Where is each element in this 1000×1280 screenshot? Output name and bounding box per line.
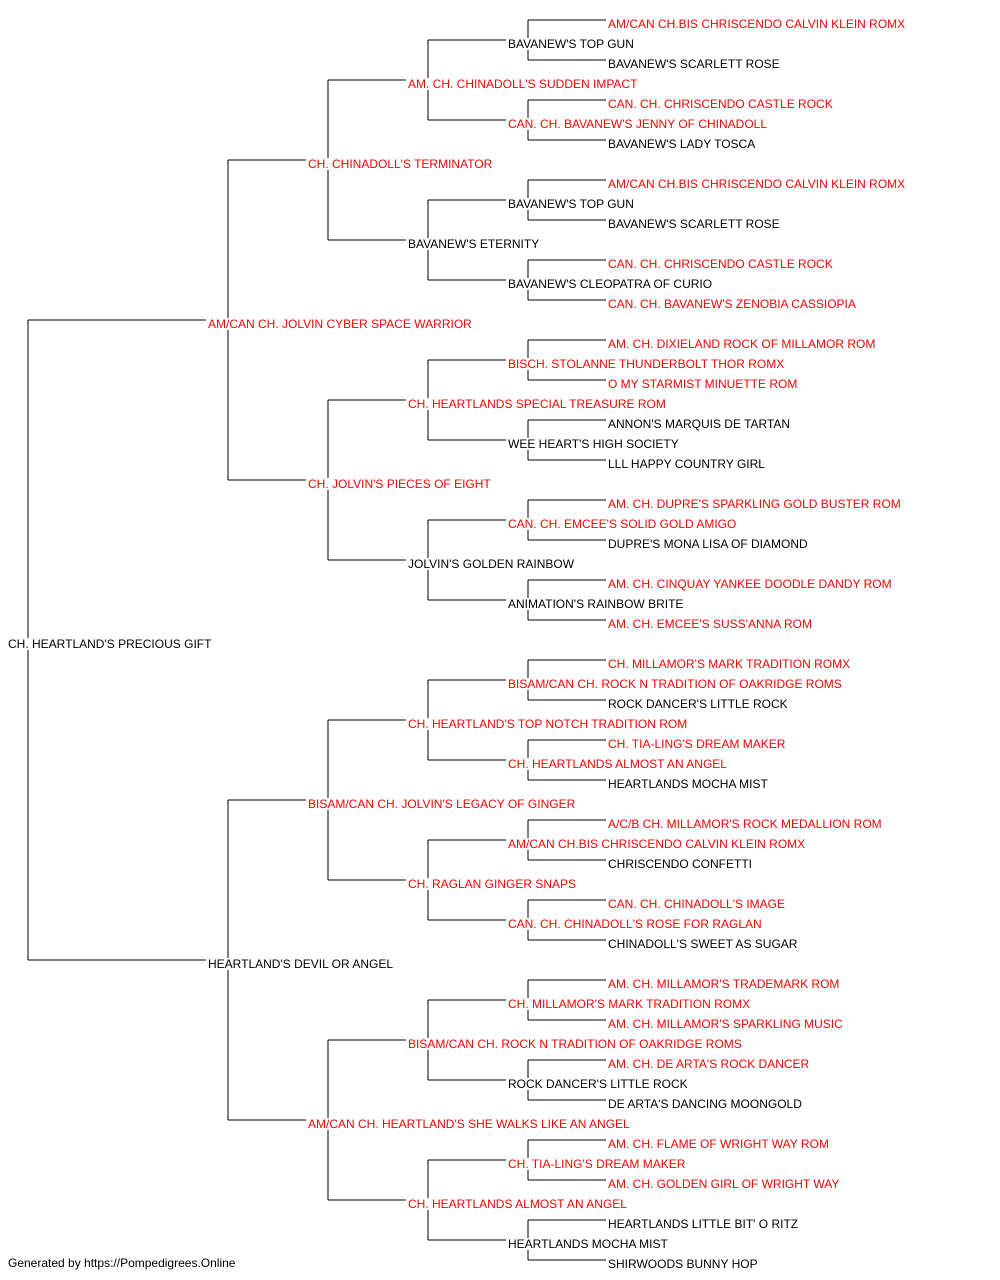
pedigree-name: AM. CH. DIXIELAND ROCK OF MILLAMOR ROM <box>608 337 875 351</box>
pedigree-name: BISAM/CAN CH. ROCK N TRADITION OF OAKRID… <box>508 677 842 691</box>
pedigree-name: A/C/B CH. MILLAMOR'S ROCK MEDALLION ROM <box>608 817 882 831</box>
pedigree-name: CH. MILLAMOR'S MARK TRADITION ROMX <box>608 657 850 671</box>
pedigree-name: ANIMATION'S RAINBOW BRITE <box>508 597 683 611</box>
pedigree-name: CH. TIA-LING'S DREAM MAKER <box>508 1157 686 1171</box>
pedigree-name: AM. CH. GOLDEN GIRL OF WRIGHT WAY <box>608 1177 839 1191</box>
pedigree-name: CH. HEARTLANDS SPECIAL TREASURE ROM <box>408 397 666 411</box>
pedigree-name: AM. CH. DUPRE'S SPARKLING GOLD BUSTER RO… <box>608 497 901 511</box>
pedigree-name: DUPRE'S MONA LISA OF DIAMOND <box>608 537 808 551</box>
pedigree-name: HEARTLAND'S DEVIL OR ANGEL <box>208 957 393 971</box>
pedigree-name: CH. CHINADOLL'S TERMINATOR <box>308 157 493 171</box>
pedigree-name: BISCH. STOLANNE THUNDERBOLT THOR ROMX <box>508 357 784 371</box>
pedigree-name: JOLVIN'S GOLDEN RAINBOW <box>408 557 575 571</box>
pedigree-name: AM/CAN CH.BIS CHRISCENDO CALVIN KLEIN RO… <box>608 177 905 191</box>
pedigree-name: LLL HAPPY COUNTRY GIRL <box>608 457 765 471</box>
pedigree-name: CAN. CH. EMCEE'S SOLID GOLD AMIGO <box>508 517 736 531</box>
pedigree-name: ROCK DANCER'S LITTLE ROCK <box>508 1077 688 1091</box>
footer-credit: Generated by https://Pompedigrees.Online <box>8 1256 236 1270</box>
pedigree-name: CH. MILLAMOR'S MARK TRADITION ROMX <box>508 997 750 1011</box>
pedigree-name: AM. CH. MILLAMOR'S SPARKLING MUSIC <box>608 1017 843 1031</box>
pedigree-name: AM. CH. FLAME OF WRIGHT WAY ROM <box>608 1137 829 1151</box>
pedigree-name: CH. HEARTLAND'S PRECIOUS GIFT <box>8 637 212 651</box>
pedigree-name: HEARTLANDS MOCHA MIST <box>608 777 768 791</box>
pedigree-name: BISAM/CAN CH. ROCK N TRADITION OF OAKRID… <box>408 1037 742 1051</box>
pedigree-name: CH. HEARTLAND'S TOP NOTCH TRADITION ROM <box>408 717 687 731</box>
pedigree-name: CH. HEARTLANDS ALMOST AN ANGEL <box>408 1197 627 1211</box>
pedigree-name: BAVANEW'S TOP GUN <box>508 197 634 211</box>
pedigree-name: HEARTLANDS LITTLE BIT' O RITZ <box>608 1217 798 1231</box>
pedigree-name: DE ARTA'S DANCING MOONGOLD <box>608 1097 802 1111</box>
pedigree-name: BAVANEW'S TOP GUN <box>508 37 634 51</box>
pedigree-name: CH. HEARTLANDS ALMOST AN ANGEL <box>508 757 727 771</box>
pedigree-name: BAVANEW'S CLEOPATRA OF CURIO <box>508 277 712 291</box>
pedigree-name: CHRISCENDO CONFETTI <box>608 857 752 871</box>
pedigree-name: BAVANEW'S SCARLETT ROSE <box>608 57 780 71</box>
pedigree-name: ANNON'S MARQUIS DE TARTAN <box>608 417 790 431</box>
pedigree-name: AM. CH. CHINADOLL'S SUDDEN IMPACT <box>408 77 638 91</box>
pedigree-name: CHINADOLL'S SWEET AS SUGAR <box>608 937 798 951</box>
pedigree-name: CAN. CH. BAVANEW'S JENNY OF CHINADOLL <box>508 117 767 131</box>
pedigree-name: CAN. CH. CHRISCENDO CASTLE ROCK <box>608 97 833 111</box>
pedigree-name: BAVANEW'S SCARLETT ROSE <box>608 217 780 231</box>
pedigree-name: AM/CAN CH.BIS CHRISCENDO CALVIN KLEIN RO… <box>508 837 805 851</box>
pedigree-name: O MY STARMIST MINUETTE ROM <box>608 377 797 391</box>
pedigree-name: CAN. CH. BAVANEW'S ZENOBIA CASSIOPIA <box>608 297 856 311</box>
pedigree-name: WEE HEART'S HIGH SOCIETY <box>508 437 679 451</box>
pedigree-name: CAN. CH. CHINADOLL'S IMAGE <box>608 897 785 911</box>
pedigree-name: ROCK DANCER'S LITTLE ROCK <box>608 697 788 711</box>
pedigree-name: CAN. CH. CHINADOLL'S ROSE FOR RAGLAN <box>508 917 762 931</box>
pedigree-name: BAVANEW'S ETERNITY <box>408 237 539 251</box>
pedigree-name: CH. TIA-LING'S DREAM MAKER <box>608 737 786 751</box>
pedigree-name: AM. CH. EMCEE'S SUSS'ANNA ROM <box>608 617 812 631</box>
pedigree-name: BISAM/CAN CH. JOLVIN'S LEGACY OF GINGER <box>308 797 576 811</box>
pedigree-name: BAVANEW'S LADY TOSCA <box>608 137 755 151</box>
pedigree-name: AM. CH. DE ARTA'S ROCK DANCER <box>608 1057 810 1071</box>
pedigree-name: AM/CAN CH.BIS CHRISCENDO CALVIN KLEIN RO… <box>608 17 905 31</box>
pedigree-name: AM/CAN CH. HEARTLAND'S SHE WALKS LIKE AN… <box>308 1117 630 1131</box>
pedigree-name: AM. CH. MILLAMOR'S TRADEMARK ROM <box>608 977 839 991</box>
pedigree-name: CH. JOLVIN'S PIECES OF EIGHT <box>308 477 491 491</box>
pedigree-name: HEARTLANDS MOCHA MIST <box>508 1237 668 1251</box>
pedigree-name: AM. CH. CINQUAY YANKEE DOODLE DANDY ROM <box>608 577 892 591</box>
pedigree-name: AM/CAN CH. JOLVIN CYBER SPACE WARRIOR <box>208 317 472 331</box>
pedigree-name: CAN. CH. CHRISCENDO CASTLE ROCK <box>608 257 833 271</box>
pedigree-name: CH. RAGLAN GINGER SNAPS <box>408 877 576 891</box>
pedigree-name: SHIRWOODS BUNNY HOP <box>608 1257 758 1271</box>
